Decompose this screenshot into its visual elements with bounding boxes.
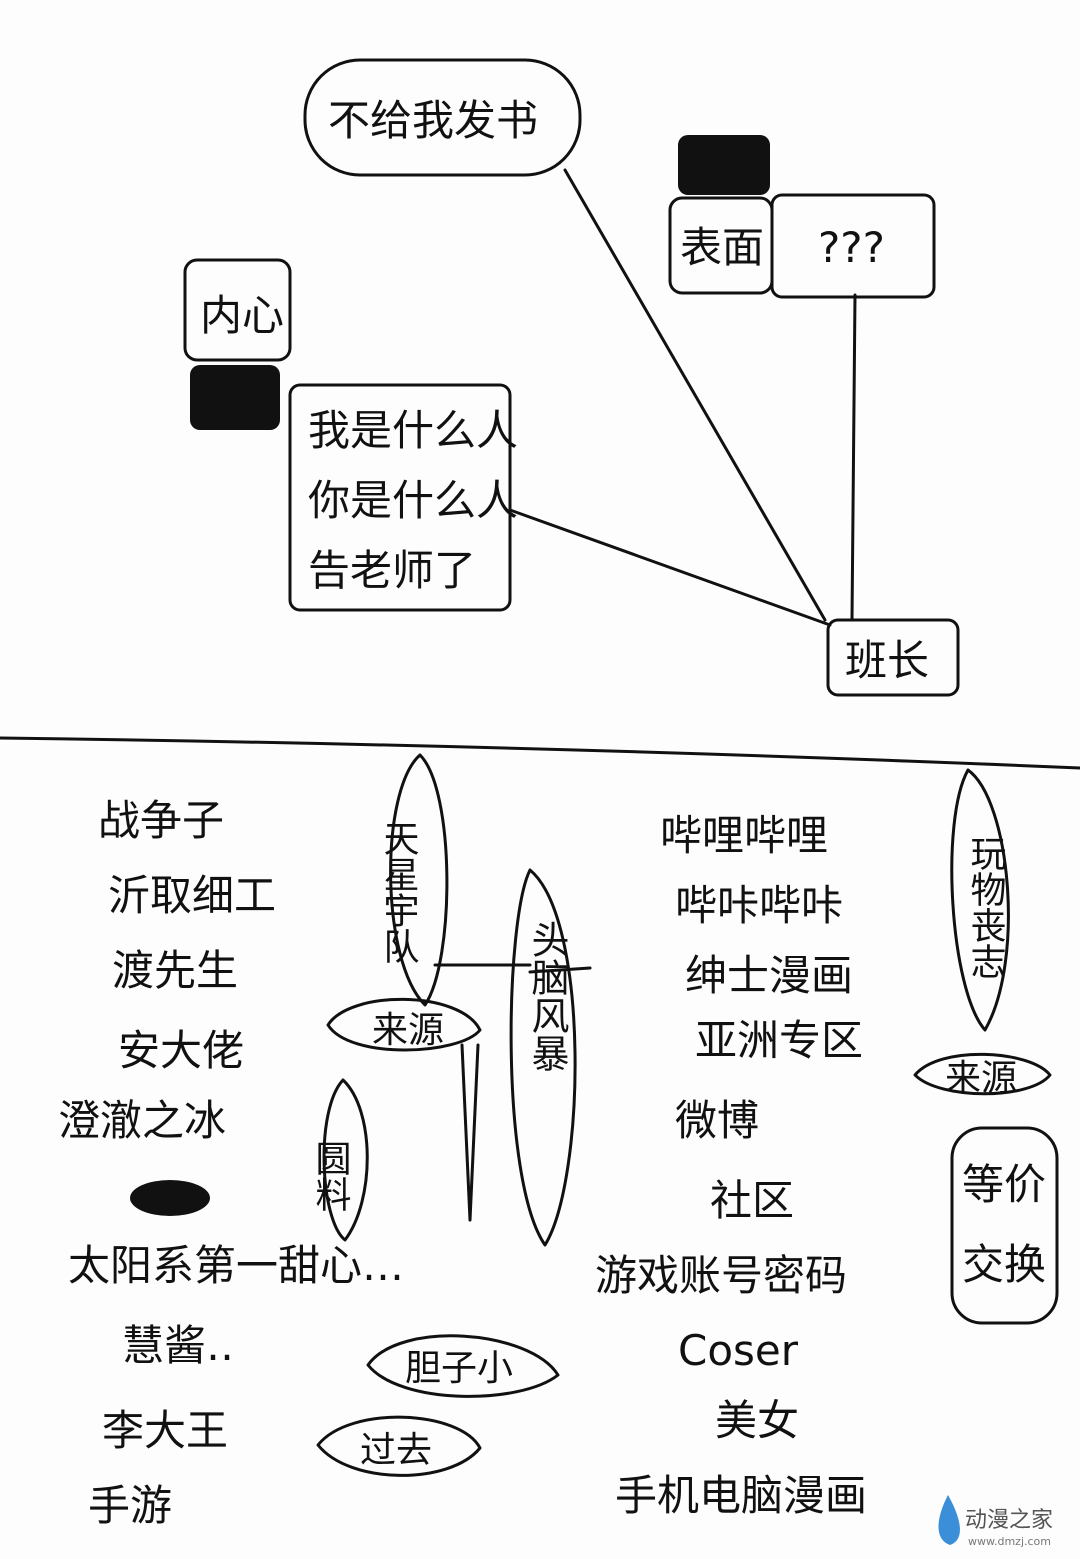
source-bubble-left xyxy=(326,997,482,1052)
surface-text: ??? xyxy=(818,223,885,272)
list-item: 哔咔哔咔 xyxy=(675,881,843,930)
watermark-url: www.dmzj.com xyxy=(968,1535,1051,1548)
list-item: 战争子 xyxy=(98,796,224,845)
bubble-text: 不给我发书 xyxy=(328,96,538,145)
divider-line xyxy=(0,736,1080,770)
inner-box xyxy=(288,383,512,612)
inner-line: 我是什么人 xyxy=(308,406,518,455)
right-box-text-wrap: 等价交换 xyxy=(961,1160,1046,1289)
center-text: 班长 xyxy=(845,636,929,685)
center-box xyxy=(826,618,960,697)
list-item: 澄澈之冰 xyxy=(58,1096,226,1145)
watermark: 动漫之家 www.dmzj.com xyxy=(938,1495,1053,1548)
right-box xyxy=(950,1126,1059,1325)
right-box-text: 等价交换 xyxy=(961,1160,1046,1289)
connector-inner-center xyxy=(508,508,832,627)
pointer-line xyxy=(460,1043,480,1222)
list-item: Coser xyxy=(678,1326,799,1375)
list-item: 太阳系第一甜心… xyxy=(68,1241,404,1290)
inner-label-box xyxy=(183,258,292,362)
bubble-small xyxy=(366,1334,560,1398)
connector-surface-center xyxy=(850,293,857,622)
vertical-bubble-right xyxy=(950,768,1010,1032)
inner-line: 告老师了 xyxy=(308,546,476,595)
left-list: 战争子 沂取细工 渡先生 安大佬 澄澈之冰 太阳系第一甜心… 慧酱‥ 李大王 手… xyxy=(58,796,404,1530)
list-item: 微博 xyxy=(675,1096,759,1145)
droplet-logo-icon xyxy=(938,1495,960,1545)
surface-label: 表面 xyxy=(680,223,764,272)
speech-bubble xyxy=(303,58,582,177)
inner-label: 内心 xyxy=(200,291,284,340)
list-item: 渡先生 xyxy=(112,946,238,995)
inner-line: 你是什么人 xyxy=(308,476,518,525)
vertical-bubble-left-text: 天星宇队 xyxy=(378,820,419,964)
list-item: 绅士漫画 xyxy=(685,951,853,1000)
list-item: 李大王 xyxy=(102,1406,228,1455)
list-item: 慧酱‥ xyxy=(122,1321,234,1370)
scribbled-box-inner xyxy=(190,365,280,430)
bubble-small-text: 胆子小 xyxy=(405,1348,513,1389)
small-bubble xyxy=(322,1078,369,1242)
bubble-past-text: 过去 xyxy=(360,1430,432,1471)
list-item: 美女 xyxy=(715,1396,799,1445)
source-bubble-right-text: 来源 xyxy=(945,1058,1017,1099)
source-bubble-left-text: 来源 xyxy=(372,1010,444,1051)
small-bubble-text: 圆料 xyxy=(310,1140,351,1212)
vertical-bubble-right-text: 玩物丧志 xyxy=(965,835,1006,979)
connector-bubble-center xyxy=(563,168,827,622)
list-item: 安大佬 xyxy=(118,1026,244,1075)
list-item: 哔哩哔哩 xyxy=(660,811,828,860)
list-item: 亚洲专区 xyxy=(695,1016,863,1065)
scribbled-box-surface xyxy=(678,135,770,195)
list-item: 手游 xyxy=(88,1481,172,1530)
vertical-bubble-left xyxy=(389,753,449,1007)
center-bubble xyxy=(509,868,577,1247)
watermark-text: 动漫之家 xyxy=(965,1508,1053,1533)
list-item: 手机电脑漫画 xyxy=(615,1471,867,1520)
right-list: 哔哩哔哩 哔咔哔咔 绅士漫画 亚洲专区 微博 社区 游戏账号密码 Coser 美… xyxy=(595,811,867,1520)
surface-box xyxy=(770,193,936,299)
bubble-past xyxy=(316,1415,482,1477)
list-item: 沂取细工 xyxy=(108,871,276,920)
center-bubble-text: 头脑风暴 xyxy=(525,920,569,1072)
scribbled-item xyxy=(130,1180,210,1216)
list-item: 游戏账号密码 xyxy=(595,1251,847,1300)
list-item: 社区 xyxy=(710,1176,794,1225)
source-bubble-right xyxy=(913,1052,1052,1096)
